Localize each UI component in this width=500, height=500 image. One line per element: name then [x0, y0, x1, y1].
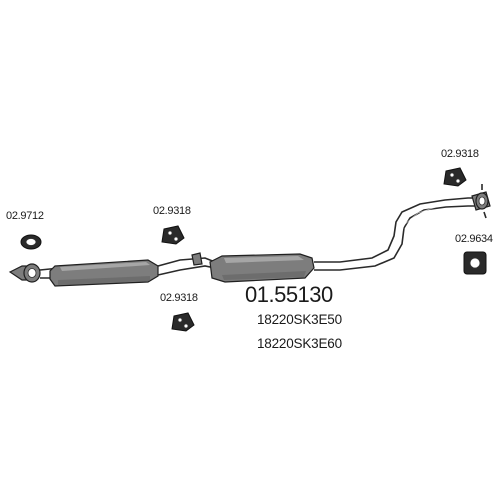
oem-number-1: 18220SK3E50: [257, 312, 342, 327]
front-flange: [8, 263, 41, 283]
center-silencer: [209, 253, 315, 283]
rubber-hanger-icon-bottom-center: [171, 312, 195, 332]
gasket-icon: [20, 234, 42, 250]
mid-connecting-pipe: [157, 252, 216, 276]
hanger-label-top-center: 02.9318: [153, 205, 191, 217]
front-silencer: [49, 259, 159, 287]
clamp-icon: [463, 251, 487, 275]
clamp-label: 02.9634: [455, 233, 493, 245]
oem-number-2: 18220SK3E60: [257, 336, 342, 351]
rubber-hanger-icon-top-center: [161, 225, 185, 245]
rear-pipe: [314, 197, 482, 271]
rubber-hanger-icon-top-right: [443, 167, 467, 187]
hanger-label-bottom-center: 02.9318: [160, 292, 198, 304]
tail-flange: [471, 184, 491, 219]
hanger-label-top-right: 02.9318: [441, 148, 479, 160]
main-part-number: 01.55130: [245, 282, 333, 307]
gasket-label: 02.9712: [6, 210, 44, 222]
